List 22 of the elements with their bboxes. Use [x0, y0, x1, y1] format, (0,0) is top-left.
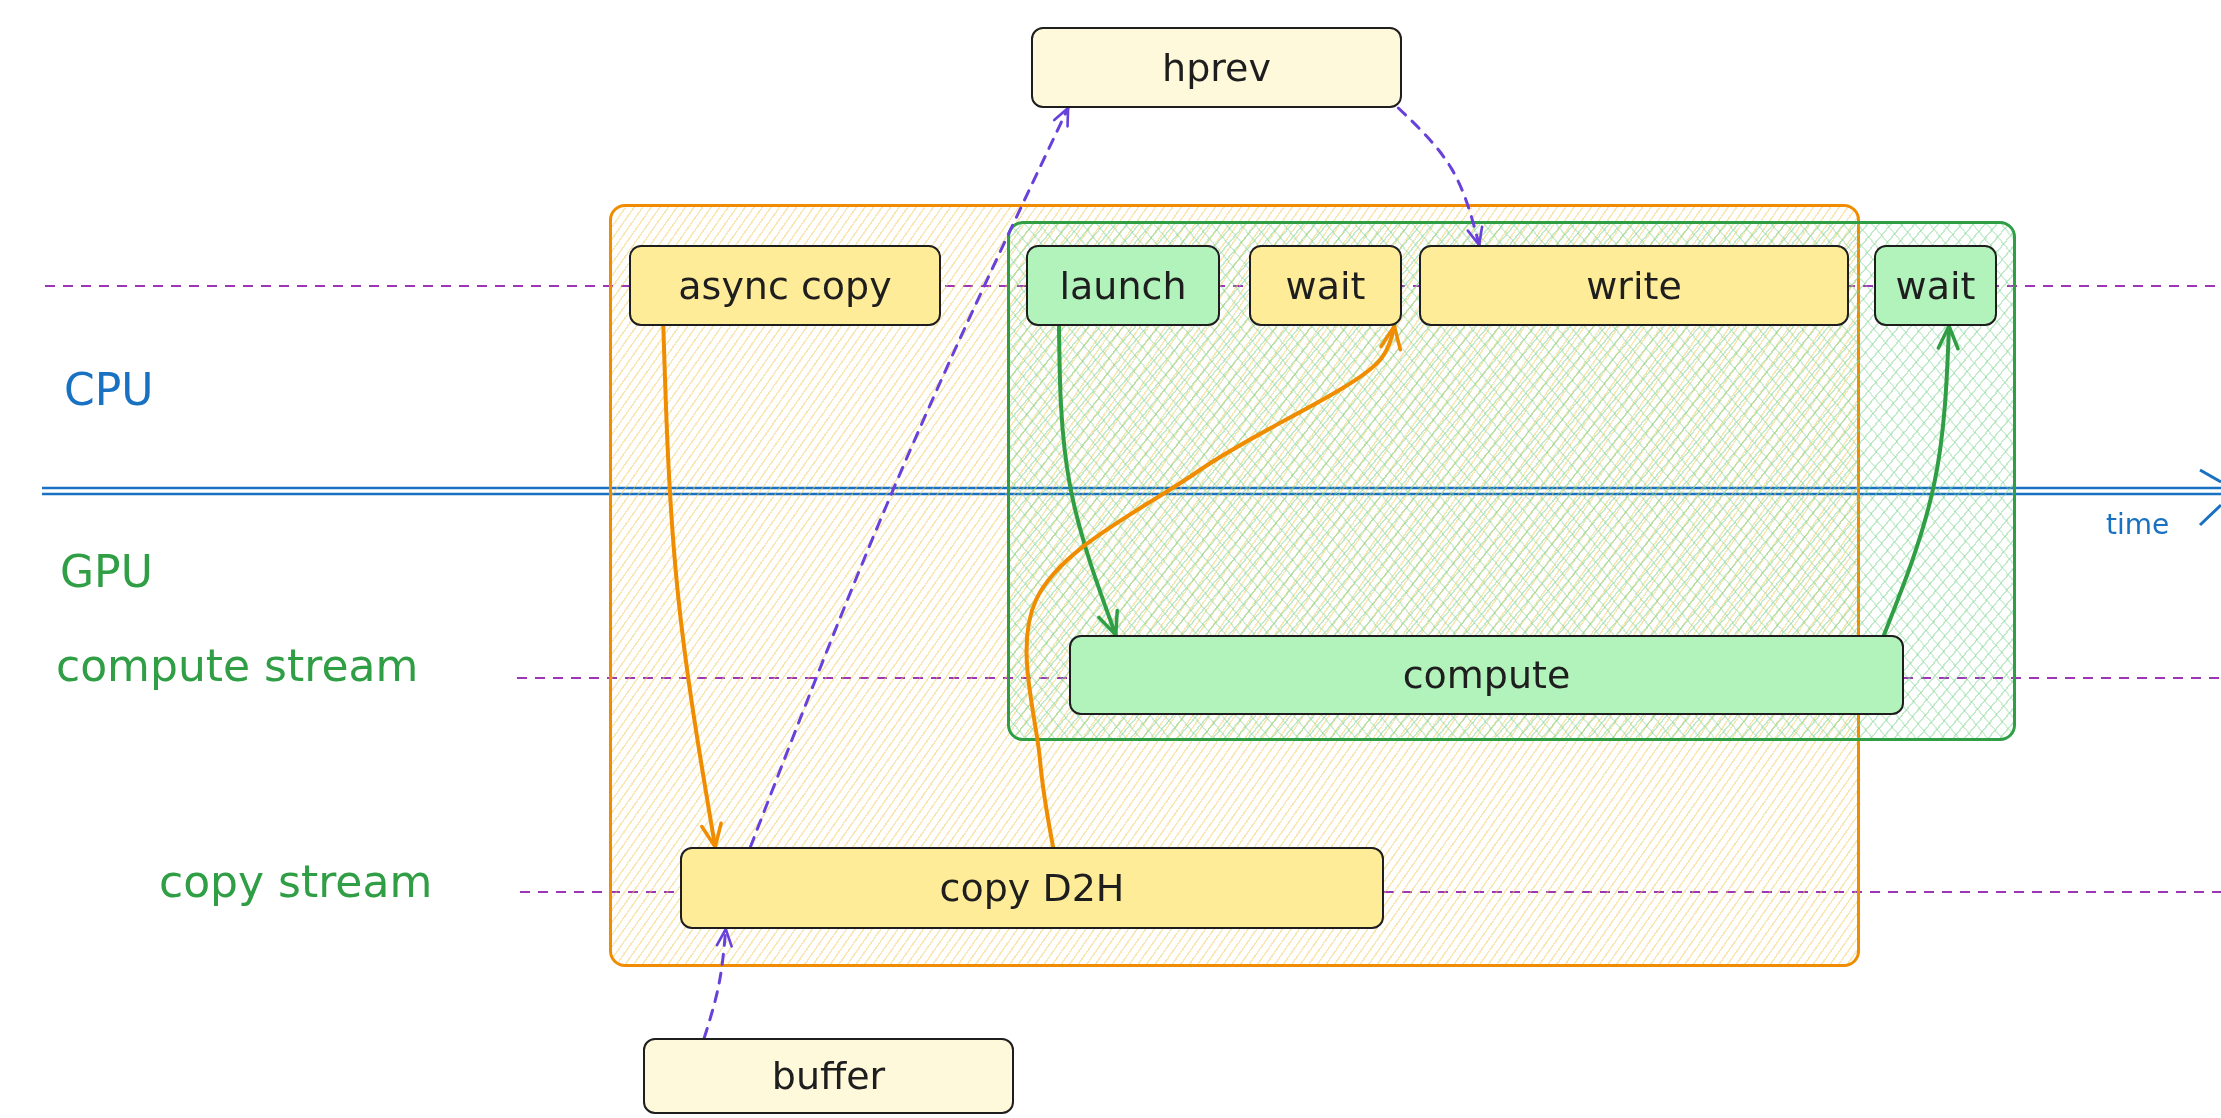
stream-label: copy stream [159, 856, 433, 907]
process-box: wait [1874, 245, 1997, 326]
process-box: wait [1249, 245, 1402, 326]
arrow [748, 106, 1070, 849]
process-box: async copy [629, 245, 941, 326]
lane-label: GPU [60, 546, 153, 597]
arrow [1057, 324, 1119, 637]
hatched-region [1007, 221, 2016, 741]
process-box: write [1419, 245, 1849, 326]
arrow [1881, 324, 1960, 637]
axis-label: time [2106, 508, 2170, 541]
process-box: launch [1026, 245, 1220, 326]
arrow [661, 324, 723, 849]
lane-label: CPU [64, 364, 154, 415]
process-box: buffer [643, 1038, 1014, 1114]
stream-label: compute stream [56, 640, 419, 691]
process-box: copy D2H [680, 847, 1384, 929]
process-box: hprev [1031, 27, 1402, 108]
process-box: compute [1069, 635, 1904, 715]
arrow [702, 927, 733, 1040]
arrow [1396, 106, 1484, 247]
arrow [1024, 324, 1402, 849]
